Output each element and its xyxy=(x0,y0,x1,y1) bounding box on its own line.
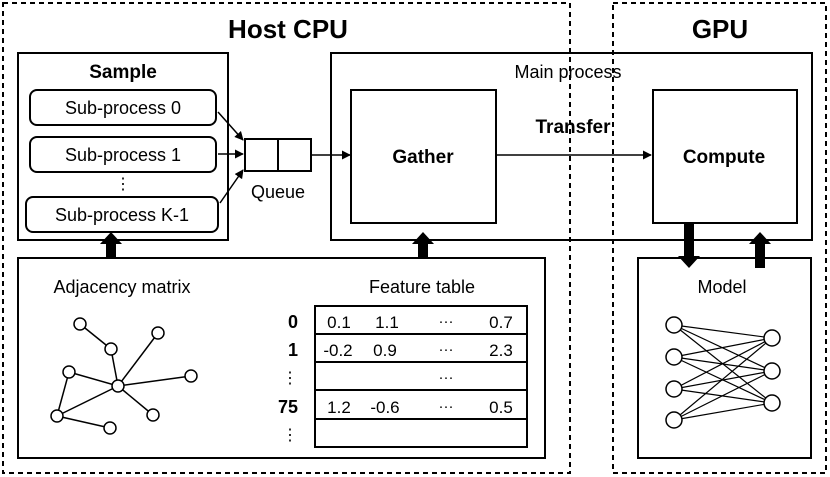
graph-node xyxy=(73,317,87,331)
input-node xyxy=(665,316,683,334)
gpu-region xyxy=(612,2,827,474)
table-cell: 2.3 xyxy=(489,341,513,360)
sample-title: Sample xyxy=(89,62,157,83)
graph-node xyxy=(104,342,118,356)
arrow-spk-queue xyxy=(219,169,244,204)
table-cell: -0.6 xyxy=(370,398,399,417)
adjacency-label: Adjacency matrix xyxy=(53,277,190,297)
table-cell: -0.2 xyxy=(323,341,352,360)
feature-table: 0 1 ⋮ 75 ⋮ 0.1 1.1 ··· 0.7 -0.2 0.9 ··· … xyxy=(278,305,528,448)
gpu-title: GPU xyxy=(692,14,748,44)
queue-label: Queue xyxy=(251,182,305,202)
model-box xyxy=(637,257,812,459)
compute-box xyxy=(652,89,798,224)
row-index: 0 xyxy=(288,312,298,332)
data-box xyxy=(17,257,546,459)
output-node xyxy=(763,362,781,380)
row-index: ⋮ xyxy=(282,370,298,387)
arrow-data-to-gather xyxy=(412,232,434,258)
model-label: Model xyxy=(697,277,746,297)
graph-nodes xyxy=(50,317,198,435)
subprocess-1-label: Sub-process 1 xyxy=(65,145,181,165)
network-nodes xyxy=(665,316,781,429)
graph-node xyxy=(50,409,64,423)
arrow-compute-to-model xyxy=(678,223,700,268)
arrow-model-to-compute xyxy=(749,232,771,268)
output-node xyxy=(763,394,781,412)
subprocess-0-box xyxy=(29,89,217,126)
subprocess-1-box xyxy=(29,136,217,173)
input-node xyxy=(665,380,683,398)
table-cell: ··· xyxy=(439,398,454,415)
main-process-title: Main process xyxy=(514,62,621,82)
table-cell: ··· xyxy=(439,313,454,330)
transfer-label: Transfer xyxy=(536,117,612,138)
table-cell: 0.5 xyxy=(489,398,513,417)
host-cpu-region xyxy=(2,2,571,474)
table-cell: ··· xyxy=(439,341,454,358)
subprocess-0-label: Sub-process 0 xyxy=(65,98,181,118)
table-cell: 0.1 xyxy=(327,313,351,332)
arrow-sp0-queue xyxy=(217,111,244,141)
subprocess-ellipsis: ⋮ xyxy=(115,176,131,193)
subprocess-k-box xyxy=(25,196,219,233)
arrow-data-to-sample xyxy=(100,232,122,258)
row-index: 1 xyxy=(288,340,298,360)
table-cell: 0.9 xyxy=(373,341,397,360)
graph-node xyxy=(111,379,125,393)
host-cpu-title: Host CPU xyxy=(228,14,348,44)
graph-node xyxy=(146,408,160,422)
graph-node xyxy=(62,365,76,379)
subprocess-k-label: Sub-process K-1 xyxy=(55,205,189,225)
graph-node xyxy=(103,421,117,435)
input-node xyxy=(665,348,683,366)
sample-box xyxy=(17,52,229,241)
row-index: 75 xyxy=(278,397,298,417)
compute-label: Compute xyxy=(683,147,765,168)
table-cell: 1.2 xyxy=(327,398,351,417)
main-process-box xyxy=(330,52,813,241)
feature-table-label: Feature table xyxy=(369,277,475,297)
table-cell: 0.7 xyxy=(489,313,513,332)
gather-label: Gather xyxy=(392,147,454,168)
graph-node xyxy=(151,326,165,340)
row-index: ⋮ xyxy=(282,427,298,444)
input-node xyxy=(665,411,683,429)
model-network xyxy=(673,324,773,421)
output-node xyxy=(763,329,781,347)
table-cell: ··· xyxy=(439,369,454,386)
gather-box xyxy=(350,89,497,224)
table-cell: 1.1 xyxy=(375,313,399,332)
graph-node xyxy=(184,369,198,383)
adjacency-graph xyxy=(56,323,192,429)
